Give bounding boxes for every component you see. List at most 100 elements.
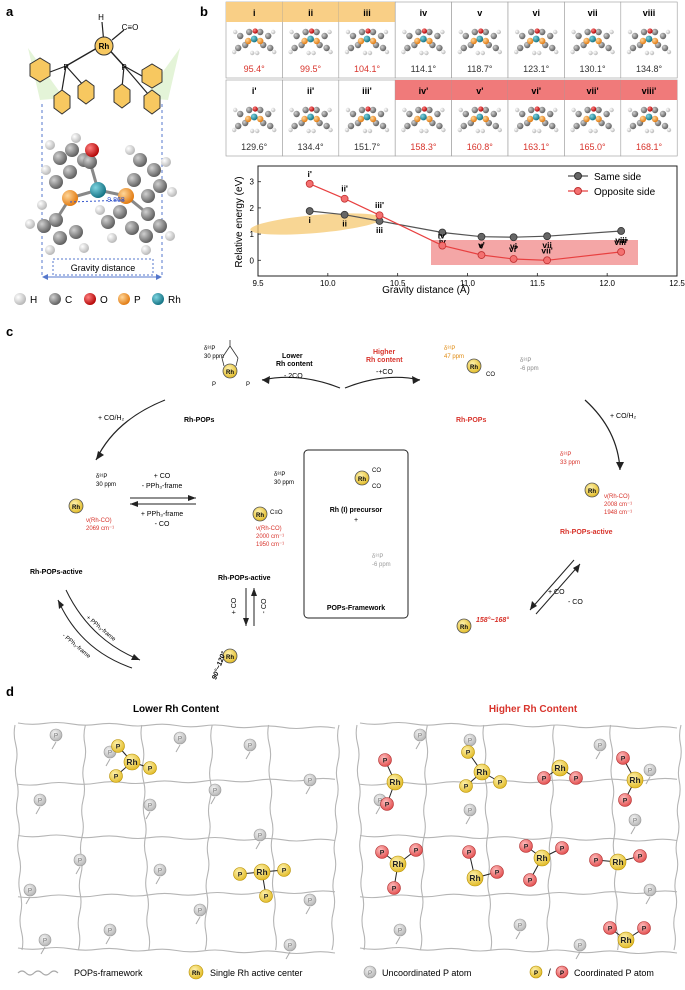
- uncoordinated-p-label: P: [38, 797, 42, 804]
- precursor-label: Rh (I) precursor: [330, 507, 383, 514]
- lower-label-2: Rh content: [276, 361, 313, 368]
- data-point: [477, 251, 486, 259]
- legend-p: P: [134, 295, 141, 306]
- coordinated-p-yellow-icon: [529, 965, 543, 979]
- higher-rh-title: Higher Rh Content: [489, 704, 578, 715]
- uncoordinated-p: [73, 853, 87, 867]
- nmr-label: δ³¹P: [520, 358, 531, 364]
- uncoordinated-p-label: P: [578, 942, 582, 949]
- rh-center-label: Rh: [256, 867, 267, 877]
- legend-rh: Rh: [168, 295, 181, 306]
- conformer-grid-top: i95.4°ii99.5°iii104.1°iv114.1°v118.7°vi1…: [225, 1, 678, 79]
- data-point: [340, 194, 349, 203]
- rh-center-label: Rh: [126, 757, 137, 767]
- uncoordinated-p-icon: [363, 965, 377, 979]
- coordinated-p-label: P: [116, 743, 121, 750]
- framework-label: POPs-Framework: [327, 605, 385, 612]
- plus-co-mid: + CO: [231, 597, 238, 614]
- conformer-molecule: [626, 28, 672, 56]
- lower-rh-title: Lower Rh Content: [133, 704, 220, 715]
- rh-center: [389, 855, 407, 873]
- ball-stick-model: [25, 133, 177, 255]
- coordinated-p: [277, 863, 291, 877]
- rh-label: Rh: [226, 370, 234, 376]
- coordinated-p-label: P: [524, 843, 529, 850]
- x-tick-label: 12.5: [669, 279, 685, 288]
- p-label: P: [121, 63, 126, 72]
- coordinated-p-label: P: [638, 853, 643, 860]
- uncoordinated-p: [208, 783, 222, 797]
- vco-value: 2000 cm⁻¹: [256, 534, 284, 540]
- uncoordinated-p: [143, 798, 157, 812]
- rh-center-label: Rh: [629, 775, 640, 785]
- uncoordinated-p-label: P: [78, 857, 82, 864]
- conformer-id: v': [476, 86, 483, 96]
- phenyl-ring: [143, 89, 161, 115]
- nmr-label: δ³¹P: [96, 474, 107, 480]
- bite-angle: 163.1°: [523, 142, 550, 152]
- minus-pph3-curve: - PPh₃-frame: [61, 633, 92, 660]
- phenyl-ring: [113, 83, 131, 109]
- cell-highlight: [395, 80, 452, 100]
- coordinated-p-label: P: [528, 877, 533, 884]
- coordinated-p-label: P: [495, 869, 500, 876]
- rh-center: [94, 36, 114, 56]
- uncoordinated-p-label: P: [258, 832, 262, 839]
- data-point: [305, 207, 314, 215]
- nmr-label: δ³¹P: [444, 346, 455, 352]
- c-atom-icon: [49, 293, 61, 305]
- conformer-molecule: [401, 28, 446, 56]
- coordinated-p: [461, 745, 475, 759]
- uncoordinated-p-label: P: [28, 887, 32, 894]
- nmr-label: δ³¹P: [274, 472, 285, 478]
- bottom-row-cell: viii'168.1°: [620, 79, 678, 157]
- plus-co-right: + CO: [548, 589, 565, 596]
- legend-opposite-side: Opposite side: [594, 187, 656, 198]
- conformer-id: v: [477, 8, 482, 18]
- uncoordinated-p-label: P: [158, 867, 162, 874]
- coordinated-p: [633, 849, 647, 863]
- coordinated-p-label: P: [380, 849, 385, 856]
- coordinated-p-label: P: [623, 797, 628, 804]
- conformer-id: viii': [642, 86, 657, 96]
- legend-coord: Coordinated P atom: [574, 968, 654, 978]
- h-atom-icon: [14, 293, 26, 305]
- nmr-value: 30 ppm: [274, 480, 294, 486]
- nmr-label: δ³¹P: [372, 554, 383, 560]
- plus-pph3-curve: + PPh₃-frame: [85, 615, 117, 643]
- uncoordinated-p-label: P: [178, 735, 182, 742]
- data-point: [509, 255, 518, 263]
- bite-angle: 130.1°: [580, 64, 607, 74]
- rh-center-label: Rh: [536, 853, 547, 863]
- bite-angle: 123.1°: [523, 64, 550, 74]
- framework-strand: [359, 834, 678, 842]
- framework-strand: [17, 890, 336, 899]
- uncoordinated-p-label: P: [398, 927, 402, 934]
- p-atom-icon: [118, 293, 130, 305]
- data-point: [617, 227, 626, 235]
- coordinated-p-label: P: [608, 925, 613, 932]
- bite-angle: 95.4°: [244, 64, 266, 74]
- uncoordinated-p: [103, 923, 117, 937]
- coordinated-p-label: P: [621, 755, 626, 762]
- series-line-same-side: [309, 210, 622, 238]
- minus-co-right-eq: - CO: [568, 599, 583, 606]
- x-tick-label: 9.5: [252, 279, 264, 288]
- p-label: P: [212, 382, 216, 388]
- uncoordinated-p-label: P: [648, 767, 652, 774]
- conformer-id: i': [252, 86, 257, 96]
- uncoordinated-p: [643, 763, 657, 777]
- rh-center: [386, 773, 404, 791]
- higher-label-1: Higher: [373, 349, 395, 356]
- uncoordinated-p-label: P: [518, 922, 522, 929]
- rh-center: [466, 869, 484, 887]
- lower-label-1: Lower: [282, 353, 303, 360]
- rh-pops-active-left: Rh-POPs-active: [30, 569, 83, 576]
- nmr-label: δ³¹P: [204, 346, 215, 352]
- coordinated-p: [523, 873, 537, 887]
- cell-highlight: [508, 80, 565, 100]
- coordinated-p: [555, 841, 569, 855]
- point-label: iii: [376, 225, 383, 235]
- coordinated-p: [603, 921, 617, 935]
